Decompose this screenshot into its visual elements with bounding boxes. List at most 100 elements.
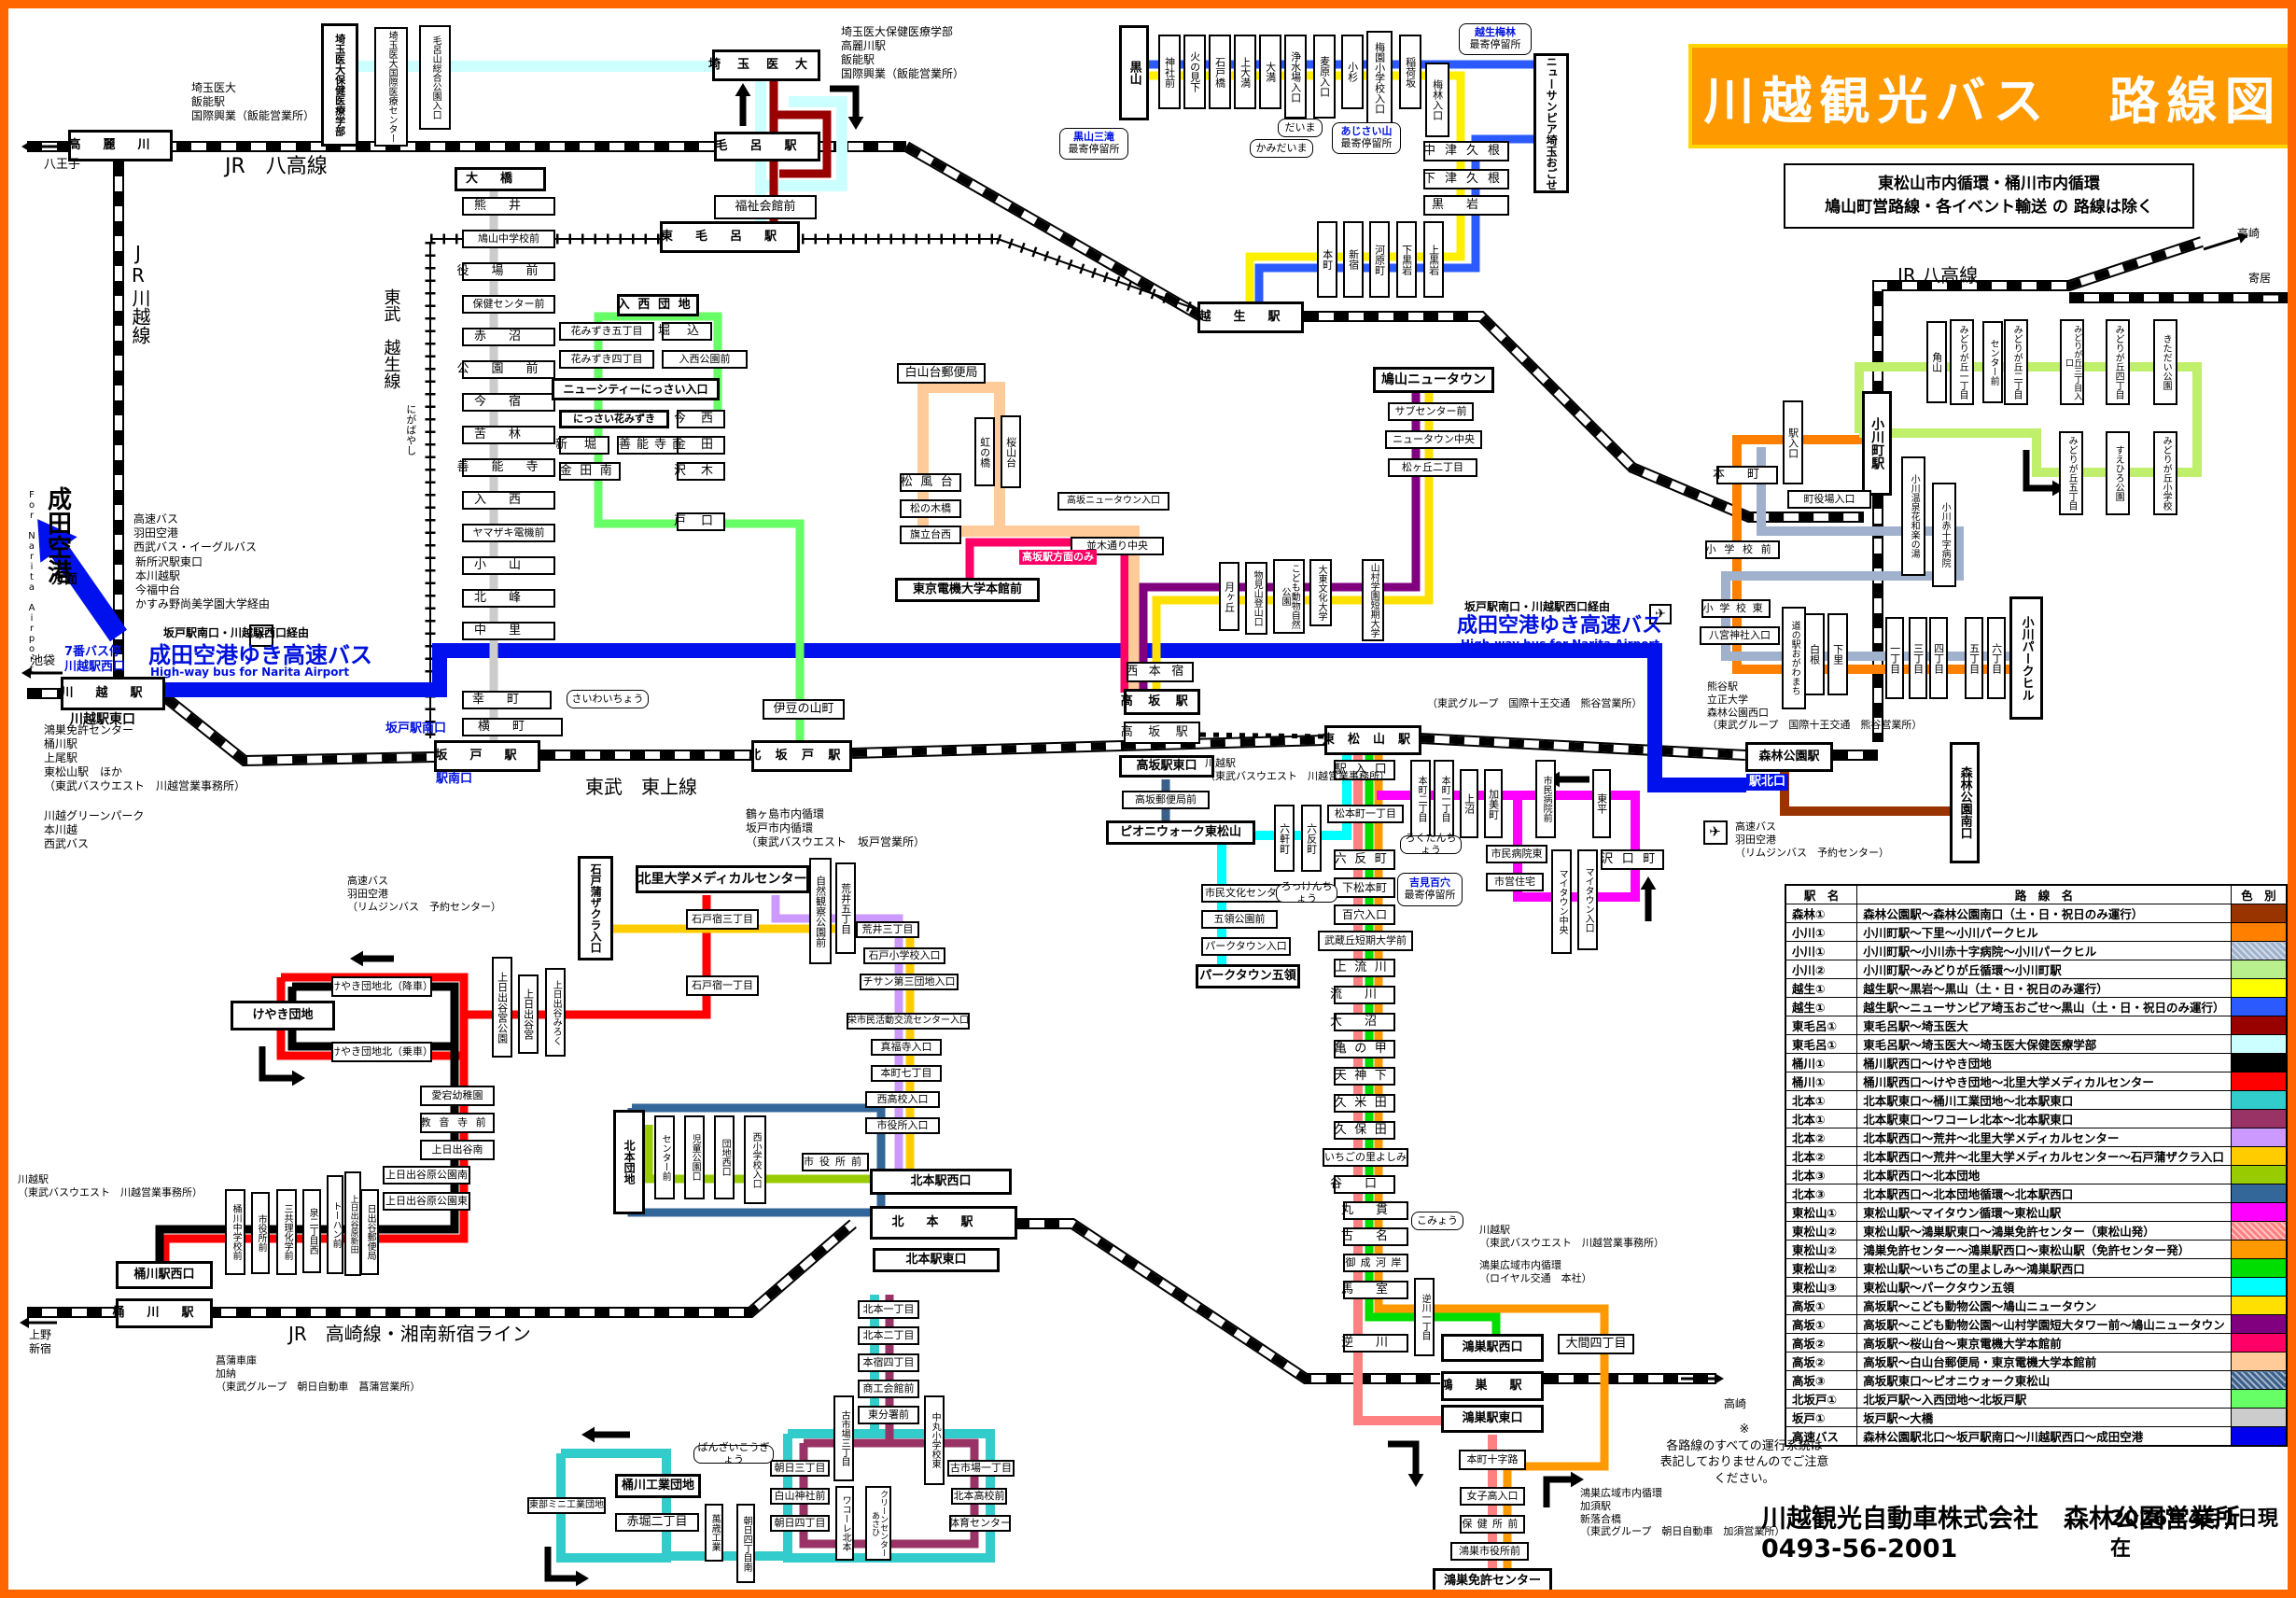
map-label: 川越駅 （東武バスウエスト 川越営業事務所）: [1479, 1224, 1664, 1249]
station-box: 月ヶ丘: [1219, 562, 1239, 631]
station-box: 一丁目: [1885, 617, 1904, 699]
map-label: 埼玉医大保健医療学部 高麗川駅 飯能駅 国際興業（飯能営業所）: [841, 25, 965, 80]
map-label: High-way bus for Narita Airport: [150, 666, 350, 679]
station-box: 石戸宿三丁目: [686, 909, 759, 930]
station-box: 朝日三丁目: [770, 1460, 830, 1477]
station-box: みどりが丘三丁目入口: [2060, 319, 2084, 405]
station-box: 古市場三丁目: [833, 1395, 854, 1481]
station-box: 浄水場入口: [1284, 35, 1307, 119]
arrow-head-konosu-right-arrow: [1571, 1471, 1584, 1488]
station-box: いちごの里よしみ: [1323, 1148, 1408, 1167]
station-box: 高坂ニュータウン入口: [1057, 492, 1169, 511]
map-label: 鴻巣免許センター 桶川駅 上尾駅 東松山駅 ほか （東武バスウエスト 川越営業事…: [44, 723, 246, 792]
legend-station: 坂戸①: [1785, 1408, 1858, 1427]
station-box: 小学校前: [1705, 540, 1780, 559]
legend-color-swatch: [2230, 1258, 2288, 1278]
map-label: JR 八高線: [1897, 264, 1979, 287]
callout-line: かみだいま: [1255, 141, 1308, 154]
station-box: 教音寺前: [420, 1113, 495, 1133]
station-box: センター前: [654, 1115, 675, 1199]
railway-jr-hachiko-ogawa-north: [1874, 238, 2204, 396]
station-box: きただい公園: [2153, 319, 2177, 405]
legend-route-name: 小川町駅〜みどりが丘循環〜小川町駅: [1856, 960, 2232, 979]
station-box: 小川赤十字病院: [1932, 483, 1956, 587]
legend-station: 北本②: [1785, 1146, 1858, 1166]
legend-station: 東松山②: [1785, 1258, 1858, 1278]
callout-line: 最寄停留所: [1469, 38, 1521, 50]
station-box: 東部ミニ工業団地: [527, 1497, 606, 1514]
station-box: 西高校入口: [865, 1091, 940, 1108]
station-box: 梅林入口: [1425, 63, 1449, 137]
map-label: 鶴ヶ島市内循環 坂戸市内循環 （東武バスウエスト 坂戸営業所）: [746, 807, 926, 848]
bus-route-kitamoto3-yg: [644, 1125, 870, 1184]
legend-station: 高坂③: [1785, 1370, 1858, 1390]
legend-route-name: 小川町駅〜小川赤十字病院〜小川パークヒル: [1856, 941, 2232, 960]
station-box: 四丁目: [1929, 617, 1948, 699]
legend-route-name: 北本駅東口〜桶川工業団地〜北本駅東口: [1856, 1090, 2232, 1110]
station-box: 保健センター前: [462, 295, 555, 314]
station-box: 北坂戸駅: [749, 740, 852, 772]
station-box: 下里: [1827, 613, 1848, 695]
station-box: 逆川一丁目: [1414, 1278, 1435, 1356]
station-box: 本町: [1713, 466, 1778, 484]
station-box: みどりが丘小学校: [2153, 431, 2177, 515]
map-label: JR 八高線: [225, 155, 328, 178]
legend-route-name: 北本駅西口〜北本団地循環〜北本駅西口: [1856, 1184, 2232, 1203]
station-box: 埼玉医大保健医療学部: [321, 23, 358, 147]
legend-color-swatch: [2230, 1090, 2288, 1110]
station-box: 高坂駅: [1121, 689, 1200, 715]
station-box: 日出谷郵便局: [360, 1189, 379, 1275]
legend-station: 桶川①: [1785, 1053, 1858, 1072]
station-box: 鴻巣駅東口: [1441, 1405, 1544, 1433]
callout-line: あじさい山: [1340, 125, 1393, 138]
map-label: 八王子: [44, 158, 81, 172]
station-box: 新堀: [555, 436, 609, 455]
station-box: 朝日四丁目南: [736, 1504, 755, 1583]
station-box: 新宿: [1343, 221, 1364, 298]
station-box: すえひろ公園: [2106, 431, 2130, 515]
station-box: 女子高入口: [1460, 1487, 1525, 1506]
legend-station: 小川①: [1785, 941, 1858, 960]
station-box: 北本一丁目: [858, 1300, 919, 1319]
bus-route-highway-bus: [162, 643, 1746, 792]
legend-station: 越生①: [1785, 997, 1858, 1016]
legend-color-swatch: [2230, 1221, 2288, 1241]
station-box: 白根: [1804, 613, 1825, 695]
map-label: 熊谷駅 立正大学 森林公園西口 （東武グループ 国際十王交通 熊谷営業所）: [1707, 680, 1923, 732]
railway-jr-hachiko-ogose-ogawa: [1304, 313, 1864, 521]
map-label: High-way bus for Narita Airport: [1461, 638, 1660, 651]
station-box: 埼玉医大: [708, 49, 820, 81]
map-label: 鴻巣広域市内循環 （ロイヤル交通 本社）: [1479, 1259, 1592, 1284]
callout-line: 最寄停留所: [1404, 889, 1456, 901]
legend-station: 東毛呂①: [1785, 1016, 1858, 1035]
station-box: 入西団地: [617, 294, 699, 316]
station-box: 中津久根: [1423, 141, 1509, 161]
map-label: 川越駅東口: [70, 712, 135, 727]
station-box: 鳩山ニュータウン: [1373, 367, 1494, 393]
railway-ogose-line-diag: [997, 238, 1197, 310]
legend-color-swatch: [2230, 1109, 2288, 1128]
callout-bubble: だいま: [1278, 119, 1323, 137]
legend-route-name: 東松山駅〜鴻巣駅東口〜鴻巣免許センター（東松山発）: [1856, 1221, 2232, 1241]
legend-station: 高坂①: [1785, 1314, 1858, 1334]
legend-color-swatch: [2230, 904, 2288, 923]
legend-color-swatch: [2230, 1296, 2288, 1315]
station-box: 高坂郵便局前: [1122, 791, 1210, 809]
station-box: 鴻巣駅: [1441, 1371, 1544, 1401]
arrow-keyaki-l-arrow: [259, 1046, 292, 1082]
station-box: 桶川駅西口: [116, 1261, 213, 1289]
legend-station: 高坂①: [1785, 1296, 1858, 1315]
station-box: パークタウン五領: [1196, 964, 1300, 988]
